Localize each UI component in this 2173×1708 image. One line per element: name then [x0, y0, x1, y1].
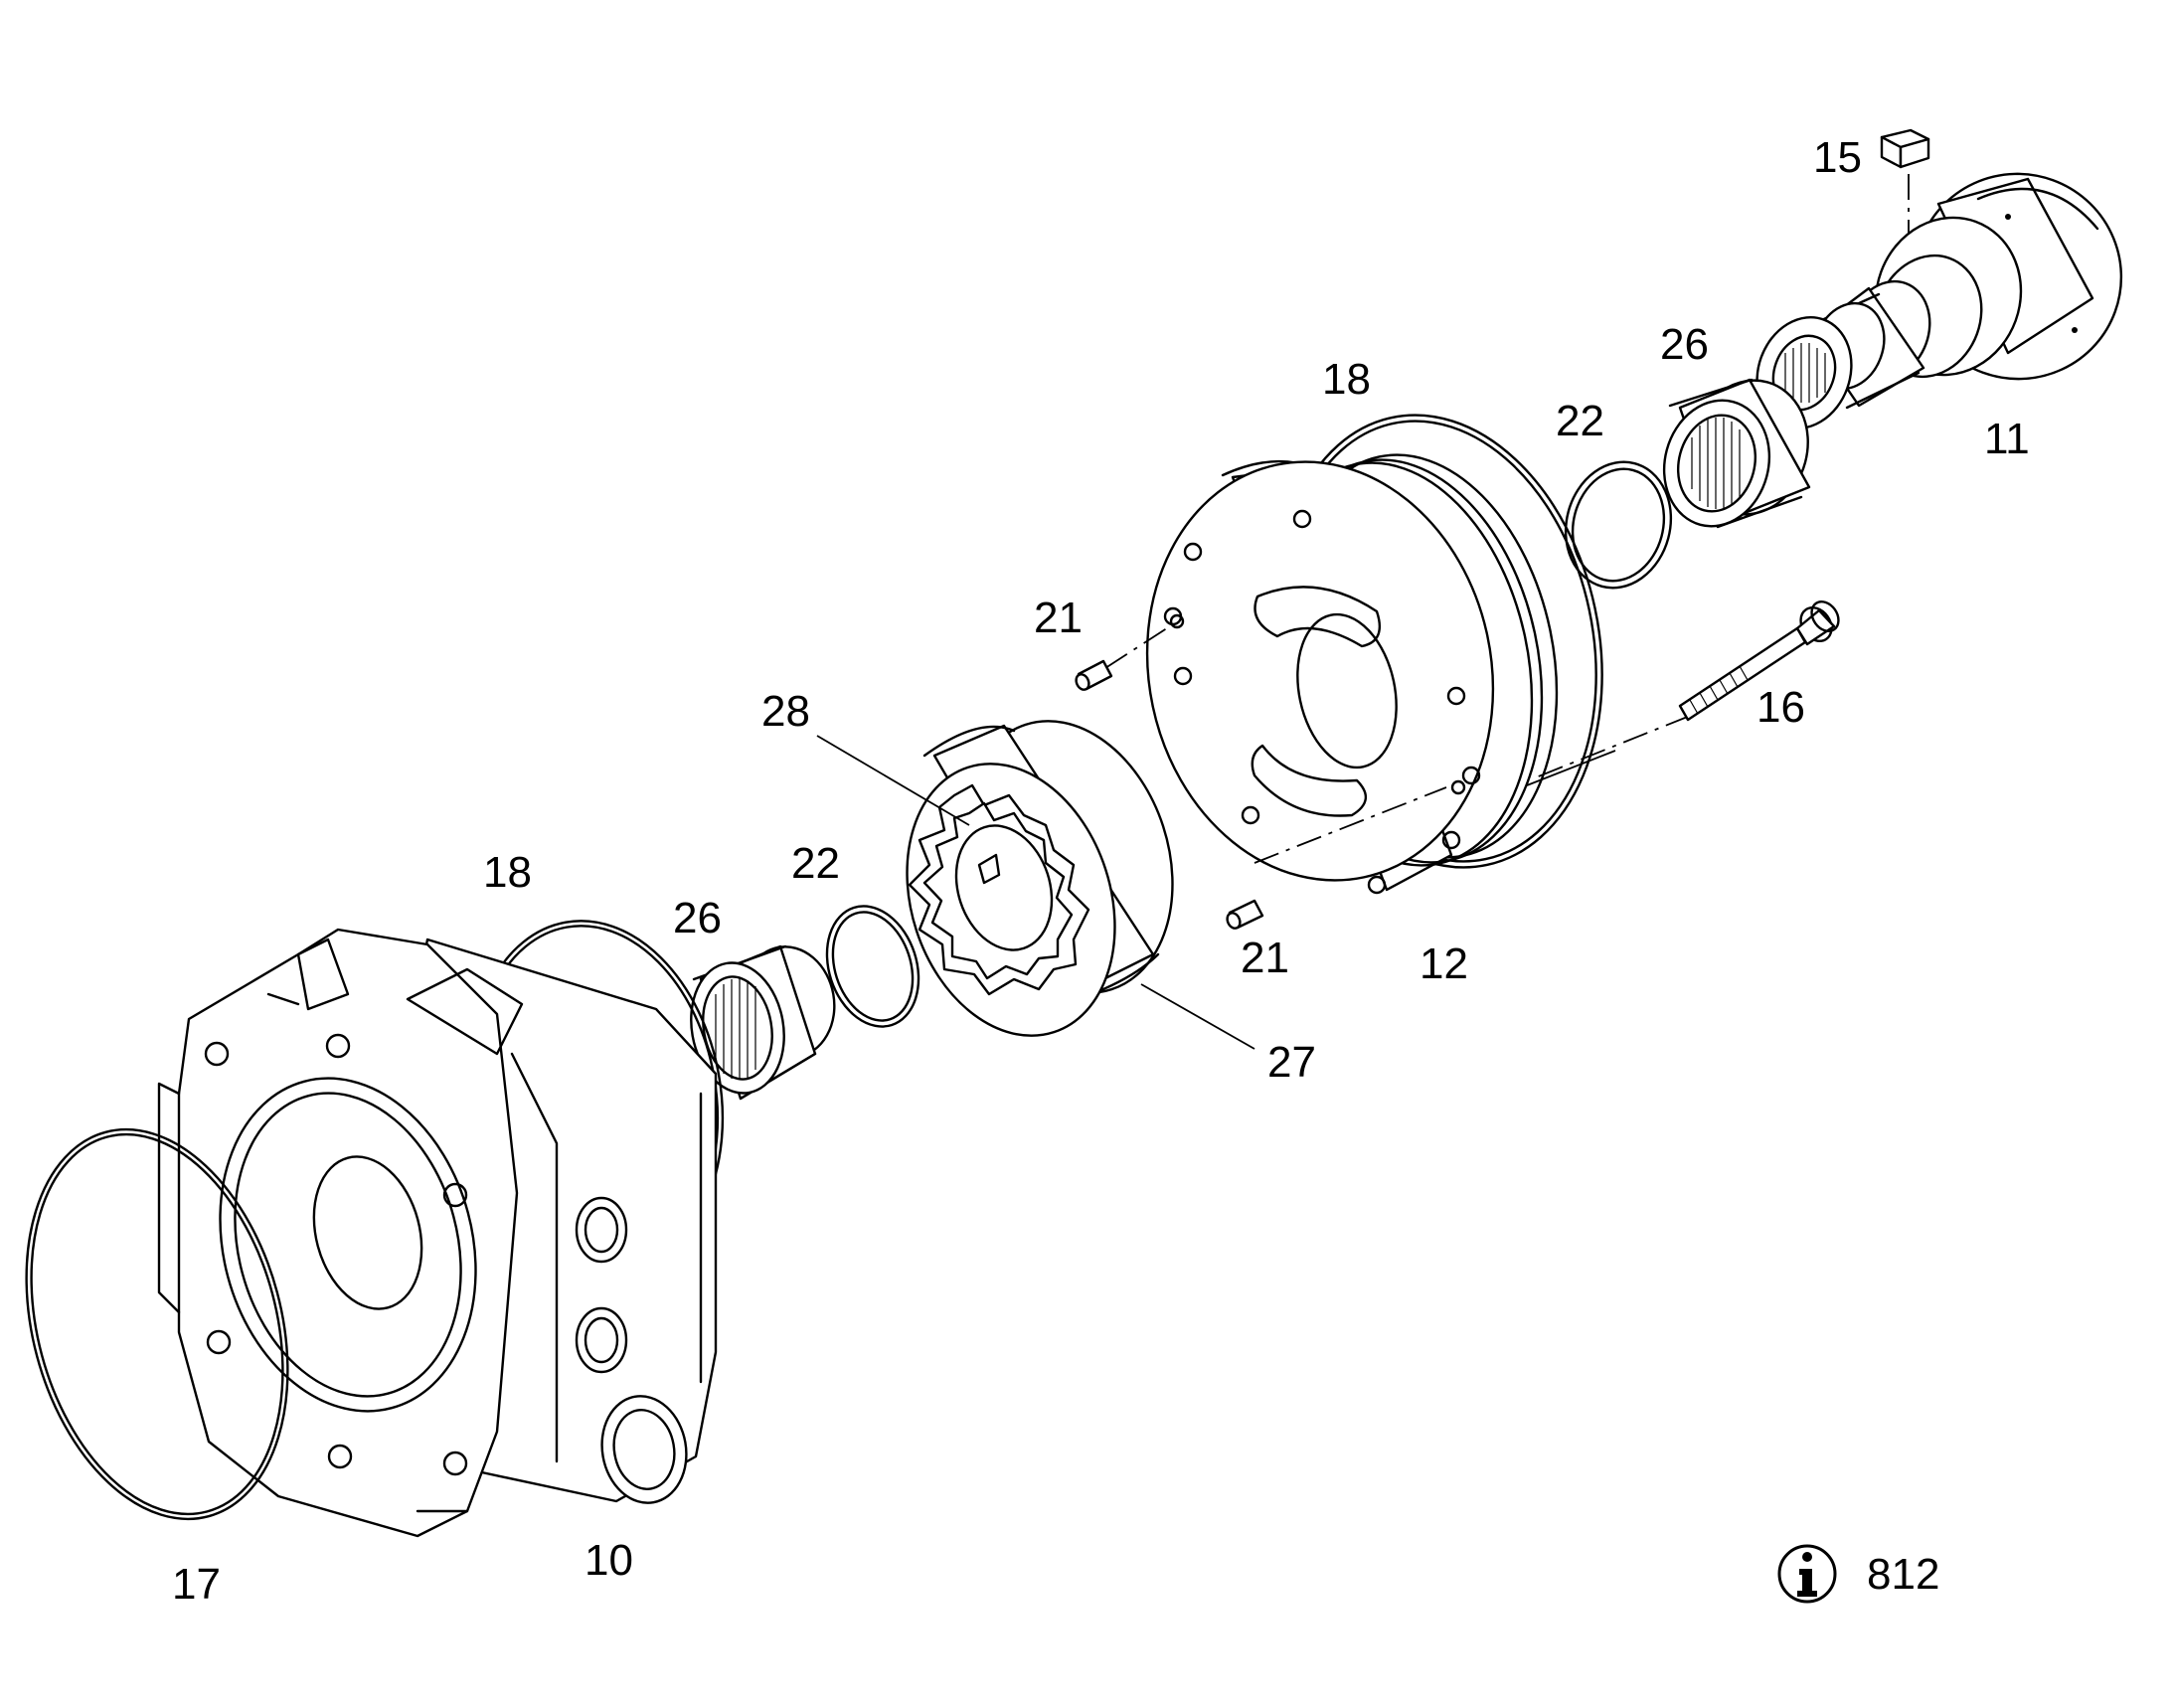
callout-22-top: 22	[1556, 397, 1604, 445]
part-11-shaft	[1755, 172, 2123, 430]
part-16-bolt	[1535, 599, 1840, 778]
callout-28: 28	[761, 687, 810, 736]
callout-21-top: 21	[1034, 594, 1083, 642]
part-21-pin-top	[1075, 623, 1174, 691]
callout-18-top: 18	[1322, 355, 1371, 404]
callout-18-left: 18	[483, 848, 532, 897]
callout-22-mid: 22	[791, 839, 840, 888]
callout-16: 16	[1756, 683, 1805, 732]
callout-26-mid: 26	[673, 894, 722, 942]
callout-12: 12	[1420, 939, 1468, 988]
part-22-ring-mid	[825, 905, 920, 1028]
callout-17: 17	[172, 1560, 221, 1609]
part-17-oring	[25, 1127, 289, 1521]
leader-16	[1526, 750, 1616, 786]
leader-27	[1140, 983, 1255, 1050]
callout-15: 15	[1813, 133, 1862, 182]
info-page-ref: 812	[1867, 1550, 1940, 1599]
part-26-bearing-mid	[690, 944, 836, 1101]
callout-10: 10	[585, 1536, 633, 1585]
callout-26-top: 26	[1660, 320, 1709, 369]
part-10-housing	[157, 928, 718, 1538]
callout-11: 11	[1984, 415, 2030, 463]
leader-28	[816, 735, 970, 826]
callout-21-bottom: 21	[1241, 934, 1289, 982]
part-26-bearing-top	[1662, 378, 1811, 529]
part-28-inner-rotor	[922, 801, 1074, 980]
part-22-ring-top	[1564, 460, 1673, 590]
part-12-port-plate	[1145, 453, 1559, 895]
callout-27: 27	[1267, 1038, 1316, 1087]
info-icon	[1777, 1544, 1837, 1604]
part-21-pin-bottom	[1226, 786, 1447, 930]
